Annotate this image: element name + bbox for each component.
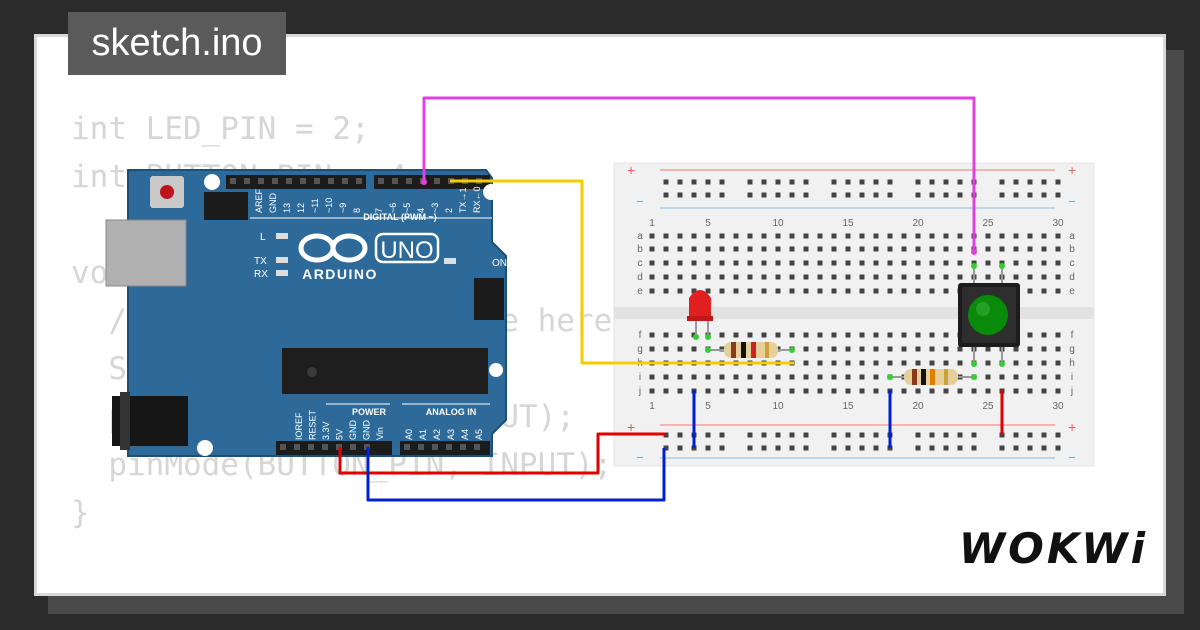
arduino-brand-label: ARDUINO [302, 266, 378, 282]
digital-pin-label: 2 [444, 208, 454, 213]
analog-pin-label: A4 [460, 429, 470, 440]
row-letter: i [1071, 372, 1073, 383]
power-header [276, 441, 392, 455]
power-pin-label: GND [348, 420, 358, 441]
digital-header-right [374, 175, 490, 189]
pushbutton[interactable] [958, 263, 1020, 367]
power-pin-label: Vin [375, 427, 385, 440]
column-number: 20 [912, 218, 924, 229]
row-letter: e [637, 286, 643, 297]
row-letter: f [639, 330, 642, 341]
digital-pin-label: RX←0 [472, 186, 482, 213]
column-number: 25 [982, 401, 994, 412]
power-pin-label: GND [362, 420, 372, 441]
row-letter: a [1069, 231, 1075, 242]
power-pin-label: 3.3V [321, 421, 331, 440]
column-number: 30 [1052, 401, 1064, 412]
power-pin-label: RESET [308, 409, 318, 440]
arduino-model-label: UNO [380, 237, 433, 264]
on-label: ON [492, 258, 507, 269]
row-letter: g [637, 344, 643, 355]
column-number: 1 [649, 218, 655, 229]
power-pin-label: 5V [335, 429, 345, 440]
wire-yellow[interactable] [450, 179, 794, 365]
power-pin-label: IOREF [294, 412, 304, 440]
digital-pin-label: 4 [416, 208, 426, 213]
digital-pin-label: 8 [352, 208, 362, 213]
analog-pin-label: A1 [418, 429, 428, 440]
row-letter: e [1069, 286, 1075, 297]
column-number: 30 [1052, 218, 1064, 229]
digital-pin-label: ~10 [324, 198, 334, 213]
row-letter: b [1069, 244, 1075, 255]
digital-pin-label: ~11 [310, 198, 320, 213]
arduino-uno[interactable]: UNO ARDUINO DIGITAL (PWM ~) POWER ANALOG… [105, 169, 507, 457]
rail-minus-label: − [636, 194, 644, 209]
usb-port [105, 219, 187, 287]
row-letter: c [1070, 258, 1075, 269]
digital-pin-label: ~6 [388, 203, 398, 213]
column-number: 10 [772, 401, 784, 412]
led-rx-label: RX [254, 269, 268, 280]
rail-minus-label: − [636, 450, 644, 465]
rail-minus-label: − [1068, 450, 1076, 465]
column-number: 20 [912, 401, 924, 412]
code-line: void loop() { [71, 585, 612, 593]
rail-plus-label: + [627, 162, 635, 178]
wire-blue[interactable] [366, 447, 666, 502]
row-letter: j [1070, 386, 1073, 397]
rail-plus-label: + [627, 419, 635, 435]
arduino-logo-icon [298, 233, 368, 263]
row-letter: b [637, 244, 643, 255]
power-label: POWER [352, 407, 387, 417]
column-number: 15 [842, 218, 854, 229]
row-letter: g [1069, 344, 1075, 355]
led[interactable] [687, 290, 713, 340]
rail-plus-label: + [1068, 162, 1076, 178]
digital-pin-label: ~5 [402, 203, 412, 213]
row-letter: i [639, 372, 641, 383]
digital-pin-label: GND [268, 193, 278, 214]
resistor-button[interactable] [887, 369, 977, 385]
row-letter: d [1069, 272, 1075, 283]
digital-pin-label: ~3 [430, 203, 440, 213]
row-letter: c [638, 258, 643, 269]
column-number: 25 [982, 218, 994, 229]
led-tx-label: TX [254, 256, 267, 267]
wire-red[interactable] [338, 432, 666, 475]
rail-minus-label: − [1068, 194, 1076, 209]
code-line: } [71, 495, 90, 531]
column-number: 5 [705, 401, 711, 412]
resistor-led[interactable] [705, 342, 795, 358]
row-letter: h [1069, 358, 1075, 369]
analog-pin-label: A2 [432, 429, 442, 440]
column-number: 5 [705, 218, 711, 229]
row-letter: d [637, 272, 643, 283]
row-letter: f [1071, 330, 1074, 341]
analog-pin-label: A0 [404, 429, 414, 440]
row-letter: j [638, 386, 641, 397]
wokwi-logo: WOKWi [958, 524, 1148, 573]
column-number: 15 [842, 401, 854, 412]
sketch-tab[interactable]: sketch.ino [68, 12, 286, 75]
analog-pin-label: A5 [474, 429, 484, 440]
rail-plus-label: + [1068, 419, 1076, 435]
led-l-label: L [260, 232, 266, 243]
wire-magenta[interactable] [422, 96, 976, 252]
digital-pin-label: TX→1 [458, 187, 468, 213]
column-number: 10 [772, 218, 784, 229]
digital-pin-label: AREF [254, 188, 264, 213]
code-line: int LED_PIN = 2; [71, 111, 370, 147]
digital-pin-label: 7 [374, 208, 384, 213]
analog-label: ANALOG IN [426, 407, 477, 417]
digital-pin-label: ~9 [338, 203, 348, 213]
analog-pin-label: A3 [446, 429, 456, 440]
digital-label: DIGITAL (PWM ~) [363, 212, 436, 222]
row-letter: a [637, 231, 643, 242]
column-number: 1 [649, 401, 655, 412]
digital-pin-label: 12 [296, 203, 306, 213]
digital-pin-label: 13 [282, 203, 292, 213]
